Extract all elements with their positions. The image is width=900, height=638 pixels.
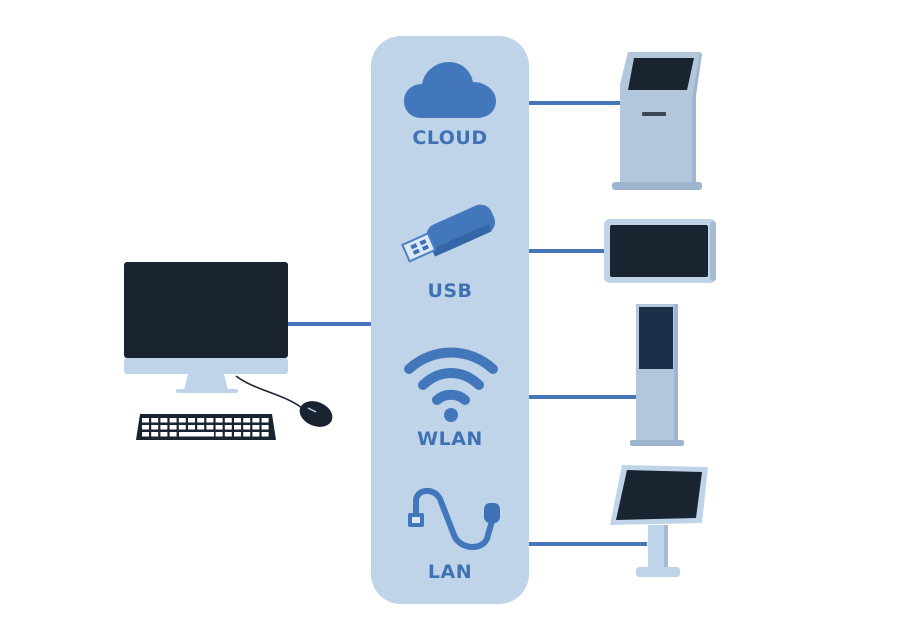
- hub-label-wlan: WLAN: [417, 428, 483, 450]
- keyboard-key: [169, 425, 177, 430]
- keyboard-key: [188, 425, 195, 430]
- hub-label-lan: LAN: [427, 561, 473, 583]
- keyboard-key: [234, 432, 241, 437]
- keyboard-key: [178, 425, 186, 430]
- keyboard-key: [252, 432, 260, 437]
- keyboard-key: [197, 418, 205, 423]
- desktop-computer: [124, 262, 333, 440]
- keyboard-key: [206, 425, 214, 430]
- connector-hub-wall-display: [529, 249, 607, 253]
- hub-label-usb: USB: [427, 280, 473, 302]
- keyboard-key: [160, 432, 168, 437]
- keyboard-key: [261, 432, 269, 437]
- keyboard-key: [206, 418, 214, 423]
- keyboard-key: [215, 432, 223, 437]
- usb-drive-icon: [401, 204, 496, 263]
- keyboard: [136, 414, 276, 440]
- connectivity-hub-panel: [371, 36, 529, 604]
- keyboard-key: [169, 432, 177, 437]
- keyboard-spacebar: [179, 432, 214, 437]
- keyboard-key: [142, 425, 149, 430]
- hub-label-cloud: CLOUD: [412, 127, 488, 149]
- keyboard-key: [151, 425, 159, 430]
- wifi-icon: [404, 347, 498, 422]
- ethernet-cable-icon: [408, 488, 500, 550]
- keyboard-key: [142, 432, 149, 437]
- connector-hub-tilted-kiosk: [529, 542, 647, 546]
- keyboard-key: [224, 425, 232, 430]
- keyboard-key: [243, 418, 251, 423]
- keyboard-key: [142, 418, 149, 423]
- monitor: [124, 262, 288, 393]
- keyboard-key: [224, 418, 232, 423]
- connector-hub-totem: [529, 395, 637, 399]
- keyboard-key: [261, 418, 269, 423]
- keyboard-key: [151, 432, 159, 437]
- keyboard-key: [151, 418, 159, 423]
- keyboard-key: [178, 418, 186, 423]
- wall-mounted-display: [604, 219, 716, 283]
- keyboard-key: [224, 432, 232, 437]
- keyboard-key: [160, 418, 168, 423]
- connector-computer-hub: [287, 322, 371, 326]
- cloud-icon: [404, 62, 496, 118]
- keyboard-key: [169, 418, 177, 423]
- keyboard-key: [243, 432, 251, 437]
- keyboard-key: [215, 425, 223, 430]
- keyboard-key: [234, 425, 241, 430]
- keyboard-key: [197, 425, 205, 430]
- mouse-cable: [235, 375, 303, 409]
- keyboard-key: [243, 425, 251, 430]
- connector-hub-kiosk: [529, 101, 621, 105]
- keyboard-key: [252, 425, 260, 430]
- self-service-kiosk: [612, 52, 702, 190]
- mouse: [299, 401, 333, 427]
- keyboard-key: [252, 418, 260, 423]
- keyboard-key: [261, 425, 269, 430]
- tilted-touchscreen-kiosk: [610, 465, 708, 577]
- keyboard-key: [160, 425, 168, 430]
- keyboard-key: [188, 418, 195, 423]
- keyboard-key: [215, 418, 223, 423]
- keyboard-key: [234, 418, 241, 423]
- digital-signage-totem: [630, 304, 684, 446]
